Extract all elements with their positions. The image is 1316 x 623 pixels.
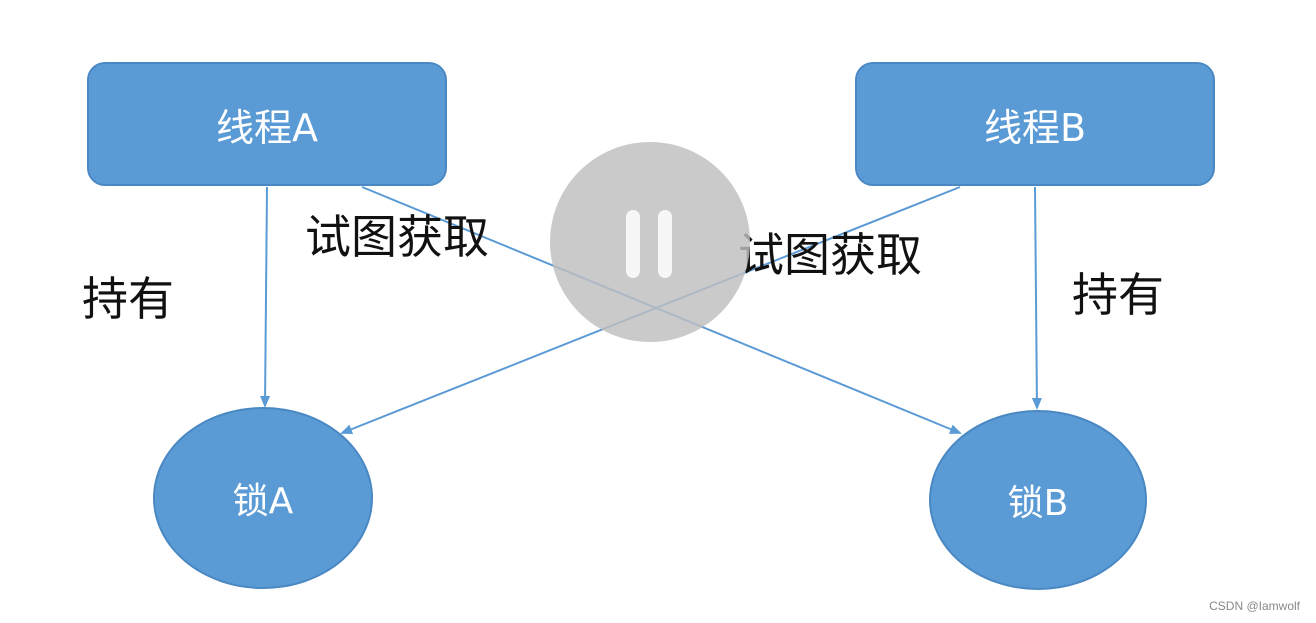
watermark: CSDN @Iamwolf [1209,599,1300,613]
arrow-thread-a-holds-lock-a [260,186,271,408]
pause-icon[interactable] [550,142,750,342]
pause-bar-right [658,210,672,278]
lock-b-node: 锁B [929,410,1147,590]
thread-b-node: 线程B [855,62,1215,186]
thread-a-label: 线程A [216,105,318,150]
edge-label-hold-a: 持有 [82,272,174,326]
thread-b-label: 线程B [983,105,1087,150]
edge-label-try-b: 试图获取 [738,228,922,282]
thread-a-node: 线程A [87,62,447,186]
lock-a-node: 锁A [153,407,373,589]
edge-label-try-a: 试图获取 [305,210,489,264]
pause-bar-left [626,210,640,278]
lock-b-label: 锁B [1007,483,1069,524]
arrow-thread-b-holds-lock-b [1031,186,1042,410]
edge-label-hold-b: 持有 [1072,268,1164,322]
lock-a-label: 锁A [232,481,294,522]
